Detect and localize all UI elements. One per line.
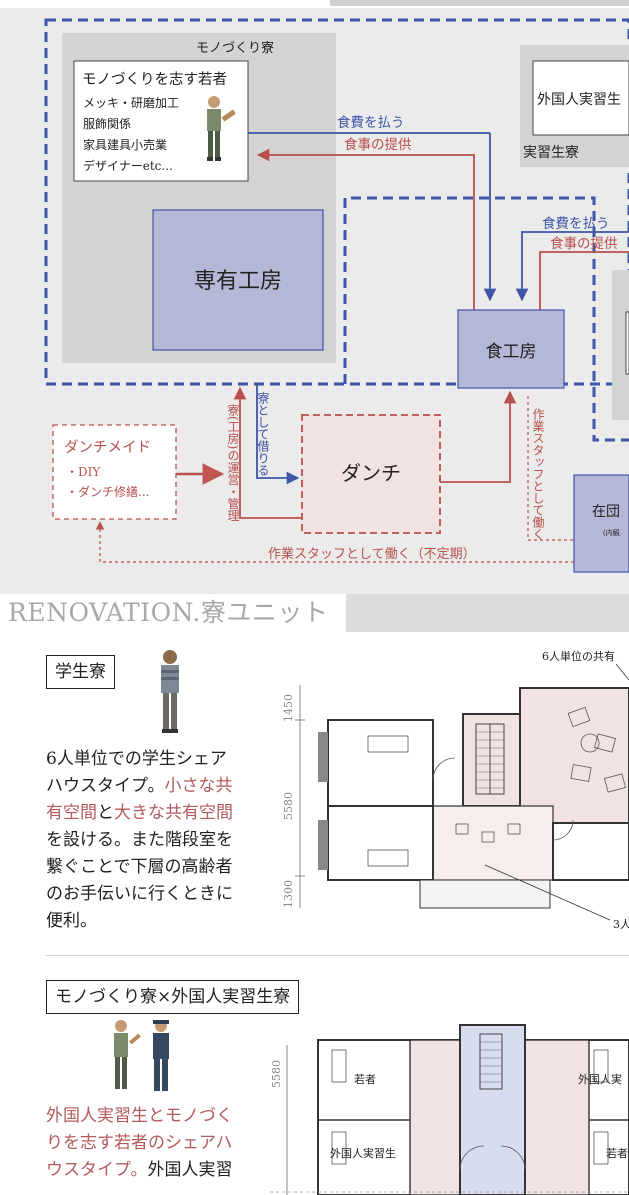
student-desc-line-7: 便利。 [46,911,97,931]
three-person-callout: 3人 [613,918,629,931]
foreign-trainee-label: 外国人実習生 [537,92,621,108]
pay-food-label-1: 食費を払う [337,114,405,131]
manage-dorm-label: 寮(工房)の運営・管理 [226,403,240,522]
mono-desc-line-3: ウスタイプ。外国人実習 [46,1157,233,1184]
bottom-staff-label: 作業スタッフとして働く（不定期） [268,546,476,562]
mono-foreign-floor-plan: 5580 若者 外国人実 外国人実習生 若者 [270,1024,629,1195]
mono-desc-line-2: りを志す若者のシェアハ [46,1133,233,1153]
youth-line-1: メッキ・研磨加工 [83,96,179,110]
food-workshop-box [457,309,565,389]
relationship-diagram: モノづくり寮 モノづくりを志す若者 メッキ・研磨加工 服飾関係 家具建具小売業 … [0,0,629,594]
student-desc-line-2a: ハウスタイプ。 [46,776,165,796]
section-title: RENOVATION.寮ユニット [0,594,346,632]
student-dorm-floor-plan: 1450 5580 1300 6人単位の共有 3人 [282,649,629,931]
two-workers-figure-icon [114,1020,169,1091]
danchi-maid-line-2: ・ダンチ修繕... [66,484,149,499]
youth-line-4: デザイナーetc... [83,158,173,173]
mono-foreign-description: 外国人実習生とモノづく りを志す若者のシェアハ ウスタイプ。外国人実習 [46,1103,233,1184]
rent-as-dorm-label: 寮として借りる [256,391,270,476]
trainee-dorm-label: 実習生寮 [523,144,579,161]
food-workshop-label: 食工房 [486,342,537,362]
dim-5580: 5580 [282,792,295,820]
resident-box [573,474,629,573]
room-label-youth-1: 若者 [354,1073,376,1086]
youth-line-3: 家具建具小売業 [83,137,167,152]
student-desc-line-3c: 大きな共有空間 [114,803,233,823]
pay-food-label-2: 食費を払う [542,215,610,232]
dim-1300: 1300 [282,880,295,908]
danchi-maid-title: ダンチメイド [64,439,151,456]
student-desc-line-5: 繋ぐことで下層の高齢者 [46,857,233,877]
elderly-dorm-area [612,270,629,420]
youth-box-title: モノづくりを志す若者 [82,71,227,88]
student-desc-line-4: を設ける。また階段室を [46,830,233,850]
student-dorm-label: 学生寮 [46,655,115,689]
bottom-staff-arrow [95,521,574,563]
private-workshop-label: 専有工房 [194,269,282,294]
mono-desc-line-3b: 外国人実習 [147,1160,233,1180]
craftsman-figure-icon [207,96,236,161]
student-desc-line-2b: 小さな共 [164,776,233,796]
student-desc-line-6: のお手伝いに行くときに [46,884,233,904]
resident-sublabel: (内観 [603,528,620,537]
danchi-box [301,414,441,534]
provide-meal-label-1: 食事の提供 [344,136,412,153]
provide-meal-label-2: 食事の提供 [550,235,618,252]
monodukuri-dorm-outline [44,18,629,386]
elderly-dorm-outline [343,196,629,442]
foreign-trainee-box [532,60,629,136]
room-label-youth-2: 若者 [606,1147,628,1160]
room-label-foreign-2: 外国人実習生 [330,1146,396,1160]
resident-label: 在団 [592,504,620,520]
dim-1450: 1450 [282,694,295,722]
student-desc-line-3b: と [97,803,114,823]
private-workshop-box [152,209,324,351]
rent-as-dorm-arrow [256,384,300,485]
danchi-to-food-arrow [440,390,517,483]
youth-line-2: 服飾関係 [83,117,131,131]
dim-5580-b: 5580 [270,1060,283,1088]
student-desc-line-1: 6人単位での学生シェア [46,749,227,769]
mono-desc-line-1: 外国人実習生とモノづく [46,1106,233,1126]
student-desc-line-2: ハウスタイプ。小さな共 [46,773,233,800]
manage-dorm-arrow [233,386,302,519]
danchi-label: ダンチ [341,461,401,485]
student-dorm-description: 6人単位での学生シェア ハウスタイプ。小さな共 有空間と大きな共有空間 を設ける… [46,746,233,935]
mono-foreign-label: モノづくり寮×外国人実習生寮 [46,980,300,1014]
student-desc-line-3a: 有空間 [46,803,97,823]
danchi-maid-line-1: ・DIY [66,465,101,479]
student-figure-icon [161,650,179,733]
staff-vertical-label: 作業スタッフとして働く [531,408,545,540]
pay-food-arrow-2 [515,231,629,302]
provide-meal-arrow-2 [539,251,629,310]
danchi-maid-box [52,424,177,520]
section-divider [46,955,629,956]
monodukuri-dorm-title: モノづくり寮 [196,40,274,56]
provide-meal-arrow-1 [256,148,475,310]
shared-space-callout: 6人単位の共有 [542,649,615,663]
staff-vertical-arrow [527,394,573,541]
mono-desc-line-3a: ウスタイプ。 [46,1160,148,1180]
student-desc-line-3: 有空間と大きな共有空間 [46,800,233,827]
room-label-foreign-1: 外国人実 [578,1072,622,1086]
